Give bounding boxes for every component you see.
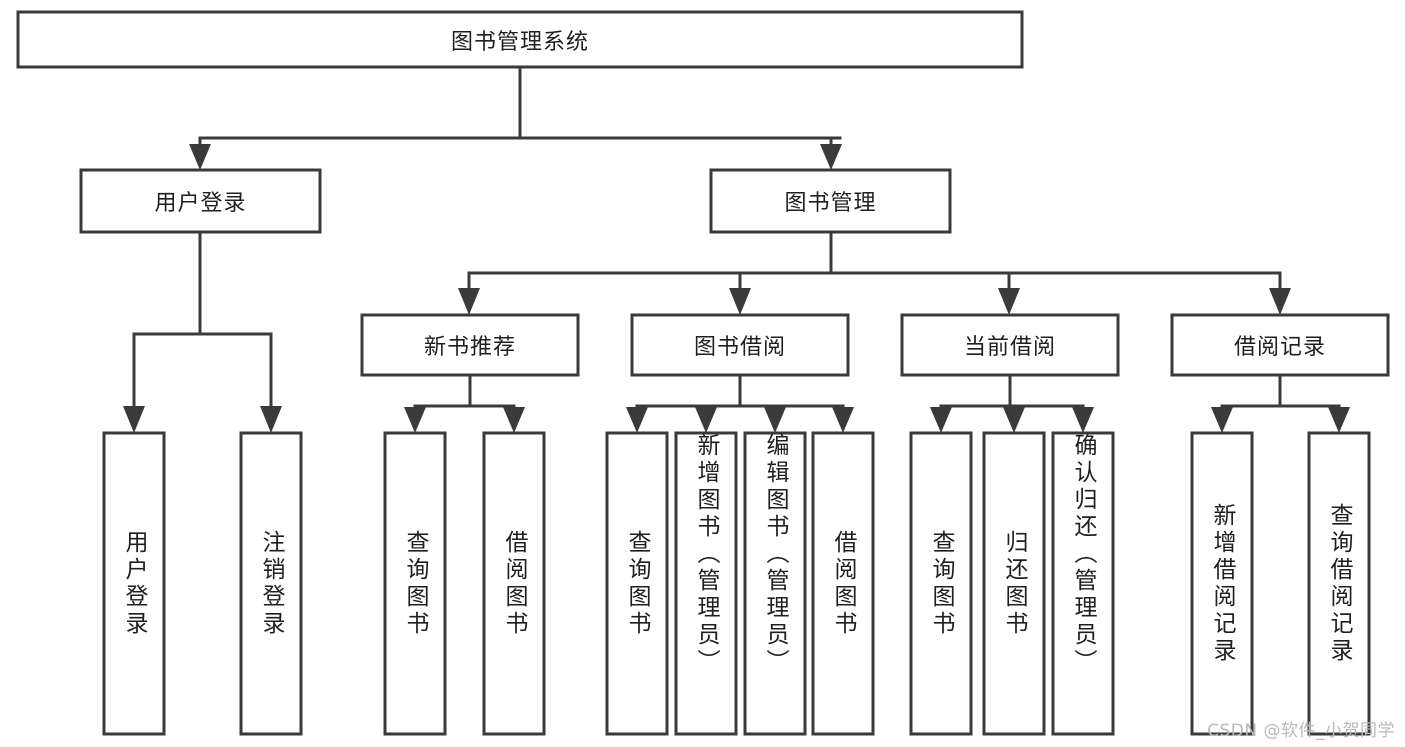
node-box-user-login[interactable] [79, 168, 322, 234]
arrow-head-icon [1328, 407, 1350, 433]
arrow-head-icon [1269, 288, 1291, 315]
node-box-leaf-return-book[interactable] [982, 431, 1046, 736]
node-box-book-manage[interactable] [709, 168, 952, 234]
connector-group-book-borrow [626, 373, 854, 433]
connector-group-current-borrow [930, 373, 1094, 433]
node-box-leaf-query-book-3[interactable] [909, 431, 973, 736]
arrow-head-icon [729, 288, 751, 315]
node-box-leaf-borrow-book-1[interactable] [482, 431, 546, 736]
node-box-leaf-edit-book[interactable] [743, 431, 807, 736]
arrow-head-icon [189, 144, 211, 170]
node-box-new-book-recommend[interactable] [360, 313, 580, 377]
node-box-leaf-add-record[interactable] [1190, 431, 1254, 736]
node-box-leaf-user-logout[interactable] [239, 431, 303, 736]
arrow-head-icon [404, 407, 426, 433]
arrow-head-icon [260, 406, 282, 433]
node-box-leaf-borrow-book-2[interactable] [811, 431, 875, 736]
connector-group-new-book-recommend [404, 373, 525, 433]
node-box-leaf-query-book-1[interactable] [383, 431, 447, 736]
arrow-head-icon [695, 407, 717, 433]
arrow-head-icon [626, 407, 648, 433]
arrow-head-icon [820, 144, 842, 170]
node-box-book-borrow[interactable] [630, 313, 850, 377]
node-box-leaf-user-login[interactable] [102, 431, 166, 736]
node-box-borrow-record[interactable] [1170, 313, 1390, 377]
connector-group-user-login [123, 230, 282, 433]
node-box-current-borrow[interactable] [900, 313, 1120, 377]
connector-group-root [189, 65, 842, 170]
arrow-head-icon [998, 288, 1020, 315]
node-box-leaf-query-record[interactable] [1307, 431, 1371, 736]
node-box-leaf-query-book-2[interactable] [605, 431, 669, 736]
arrow-head-icon [1211, 407, 1233, 433]
node-box-leaf-confirm-return[interactable] [1051, 431, 1115, 736]
arrow-head-icon [503, 407, 525, 433]
watermark-text: CSDN @软件_小贺同学 [1207, 721, 1395, 741]
arrow-head-icon [458, 288, 480, 315]
arrow-head-icon [123, 406, 145, 433]
node-box-root[interactable] [16, 10, 1024, 69]
arrow-head-icon [930, 407, 952, 433]
arrow-head-icon [832, 407, 854, 433]
arrow-head-icon [1072, 407, 1094, 433]
arrow-head-icon [1003, 407, 1025, 433]
connector-group-borrow-record [1211, 373, 1350, 433]
connector-group-book-manage [458, 230, 1291, 315]
arrow-head-icon [764, 407, 786, 433]
node-box-leaf-add-book[interactable] [674, 431, 738, 736]
